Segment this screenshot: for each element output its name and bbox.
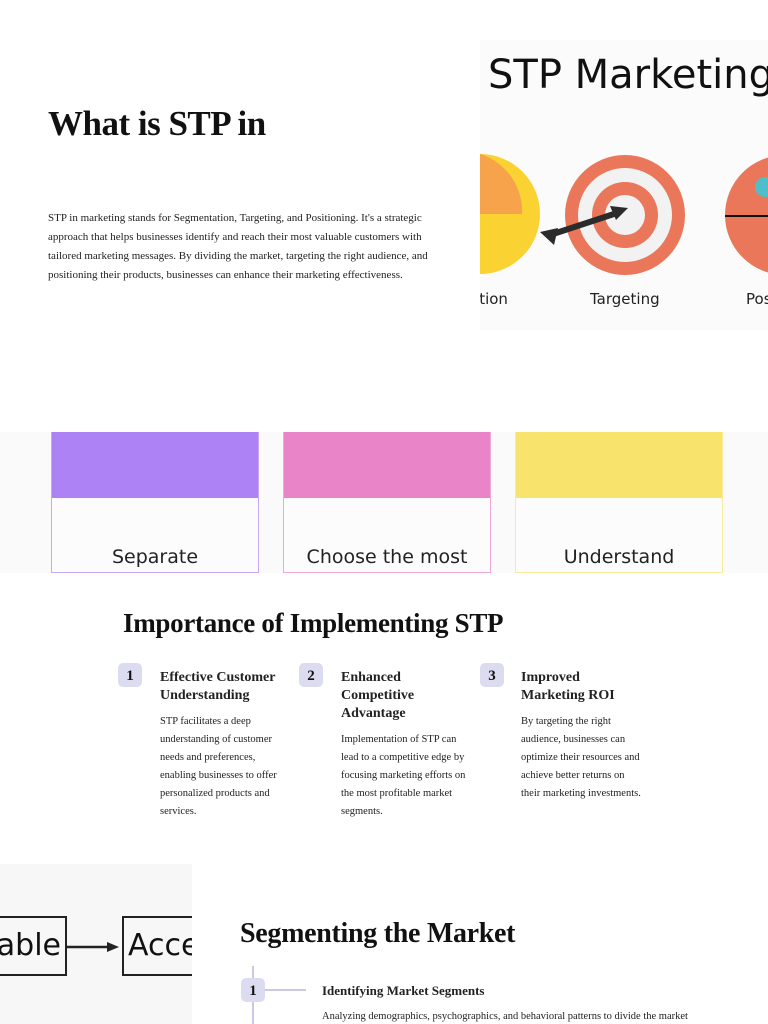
card-text: Choose the most xyxy=(306,546,468,568)
item-title: Identifying Market Segments xyxy=(322,983,485,998)
positioning-card: Understand xyxy=(515,432,723,573)
positioning-label: Pos xyxy=(746,290,768,308)
stp-cards-image: Separate Choose the most Understand xyxy=(0,432,768,573)
positioning-icon xyxy=(725,157,768,273)
card-text: Separate xyxy=(111,546,199,568)
targeting-label: Targeting xyxy=(590,290,660,308)
segmentation-card: Separate xyxy=(51,432,259,573)
step-number: 2 xyxy=(299,663,323,687)
step-number: 1 xyxy=(241,978,265,1002)
importance-item: Improved Marketing ROI By targeting the r… xyxy=(521,669,646,803)
item-title: Effective Customer Understanding xyxy=(160,670,276,703)
segmentation-criteria-diagram: rable Acce xyxy=(0,864,192,1024)
item-title: Improved Marketing ROI xyxy=(521,670,615,703)
intro-paragraph: STP in marketing stands for Segmentation… xyxy=(48,212,428,281)
segmenting-title: Segmenting the Market xyxy=(240,918,516,949)
timeline-connector xyxy=(264,989,306,991)
item-title: Enhanced Competitive Advantage xyxy=(341,670,415,721)
item-text: Analyzing demographics, psychographics, … xyxy=(322,1011,688,1022)
segmentation-icon xyxy=(480,154,540,274)
step-number: 1 xyxy=(118,663,142,687)
segmentation-label: ation xyxy=(480,290,508,308)
image-title: STP Marketing xyxy=(488,52,768,98)
arrow-icon xyxy=(67,942,119,952)
stp-icons xyxy=(480,154,768,275)
diagram-box: Acce xyxy=(122,916,192,976)
item-text: By targeting the right audience, busines… xyxy=(521,716,641,799)
importance-title: Importance of Implementing STP xyxy=(123,608,504,638)
diagram-box: rable xyxy=(0,916,67,976)
section-title: What is STP in xyxy=(48,104,266,143)
stp-marketing-image: STP Marketing ation Targeting Pos xyxy=(480,40,768,330)
target-icon xyxy=(540,155,685,275)
targeting-card: Choose the most xyxy=(283,432,491,573)
item-text: STP facilitates a deep understanding of … xyxy=(160,716,277,817)
card-text: Understand xyxy=(563,546,675,568)
step-number: 3 xyxy=(480,663,504,687)
item-text: Implementation of STP can lead to a comp… xyxy=(341,734,466,817)
